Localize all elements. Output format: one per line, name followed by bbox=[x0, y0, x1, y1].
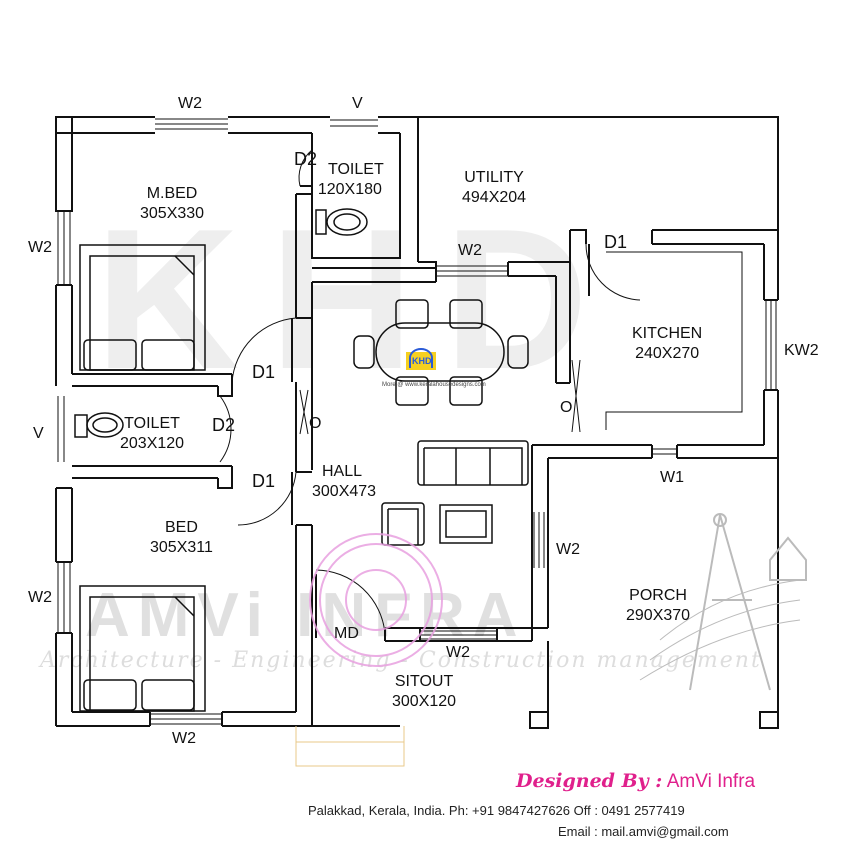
room-porch-name: PORCH bbox=[629, 587, 687, 604]
label-d1-mbed: D1 bbox=[252, 362, 276, 382]
label-v-top: V bbox=[352, 95, 363, 112]
label-md: MD bbox=[334, 625, 359, 642]
room-utility-size: 494X204 bbox=[462, 189, 527, 206]
khd-logo-caption: More @ www.keralahousedesigns.com bbox=[382, 382, 486, 388]
contact-email: Email : mail.amvi@gmail.com bbox=[558, 824, 729, 839]
room-toilet-mid-name: TOILET bbox=[124, 415, 180, 432]
room-porch: PORCH 290X370 bbox=[626, 586, 690, 626]
room-master-bed: M.BED 305X330 bbox=[140, 184, 204, 224]
label-w2-porch: W2 bbox=[556, 541, 580, 558]
room-toilet-top-size: 120X180 bbox=[317, 181, 382, 198]
room-utility: UTILITY 494X204 bbox=[462, 168, 526, 208]
label-d1-kitchen: D1 bbox=[604, 232, 628, 252]
room-hall-size: 300X473 bbox=[312, 483, 377, 500]
room-porch-size: 290X370 bbox=[626, 607, 691, 624]
room-kitchen: KITCHEN 240X270 bbox=[632, 324, 702, 364]
label-d1-bed: D1 bbox=[252, 471, 276, 491]
label-o-left: O bbox=[309, 415, 322, 432]
room-bed: BED 305X311 bbox=[150, 518, 213, 558]
room-master-bed-size: 305X330 bbox=[140, 205, 205, 222]
room-sitout-size: 300X120 bbox=[392, 693, 457, 710]
label-w1: W1 bbox=[660, 469, 684, 486]
label-d2-top: D2 bbox=[294, 149, 318, 169]
label-w2-left-top: W2 bbox=[28, 239, 52, 256]
designed-by-prefix: Designed By : bbox=[516, 770, 663, 792]
room-sitout: SITOUT 300X120 bbox=[392, 672, 456, 712]
room-toilet-top-name: TOILET bbox=[328, 161, 384, 178]
room-kitchen-size: 240X270 bbox=[635, 345, 700, 362]
room-master-bed-name: M.BED bbox=[146, 185, 198, 202]
label-v-left: V bbox=[33, 425, 44, 442]
room-hall-name: HALL bbox=[322, 463, 363, 480]
room-hall: HALL 300X473 bbox=[312, 462, 376, 502]
watermark-tagline: Architecture - Engineering - Constructio… bbox=[40, 648, 762, 673]
room-sitout-name: SITOUT bbox=[394, 673, 454, 690]
label-w2-top: W2 bbox=[178, 95, 202, 112]
label-w2-bottom: W2 bbox=[172, 730, 196, 747]
room-kitchen-name: KITCHEN bbox=[632, 325, 703, 342]
label-d2-toilet: D2 bbox=[212, 415, 236, 435]
label-w2-left-bottom: W2 bbox=[28, 589, 52, 606]
room-bed-name: BED bbox=[164, 519, 198, 536]
khd-logo-initials: KHD bbox=[412, 356, 432, 366]
contact-address: Palakkad, Kerala, India. Ph: +91 9847427… bbox=[308, 803, 685, 818]
label-w2-utility: W2 bbox=[458, 242, 482, 259]
room-utility-name: UTILITY bbox=[464, 169, 524, 186]
room-bed-size: 305X311 bbox=[150, 539, 213, 556]
label-kw2: KW2 bbox=[784, 342, 819, 359]
designed-by: Designed By : AmVi Infra bbox=[516, 770, 755, 793]
label-o-right: O bbox=[560, 399, 573, 416]
room-toilet-mid: TOILET 203X120 bbox=[120, 414, 184, 454]
room-toilet-top: TOILET 120X180 bbox=[316, 160, 384, 200]
label-w2-sitout: W2 bbox=[446, 644, 470, 661]
designed-by-name: AmVi Infra bbox=[666, 771, 756, 792]
room-toilet-mid-size: 203X120 bbox=[120, 435, 185, 452]
